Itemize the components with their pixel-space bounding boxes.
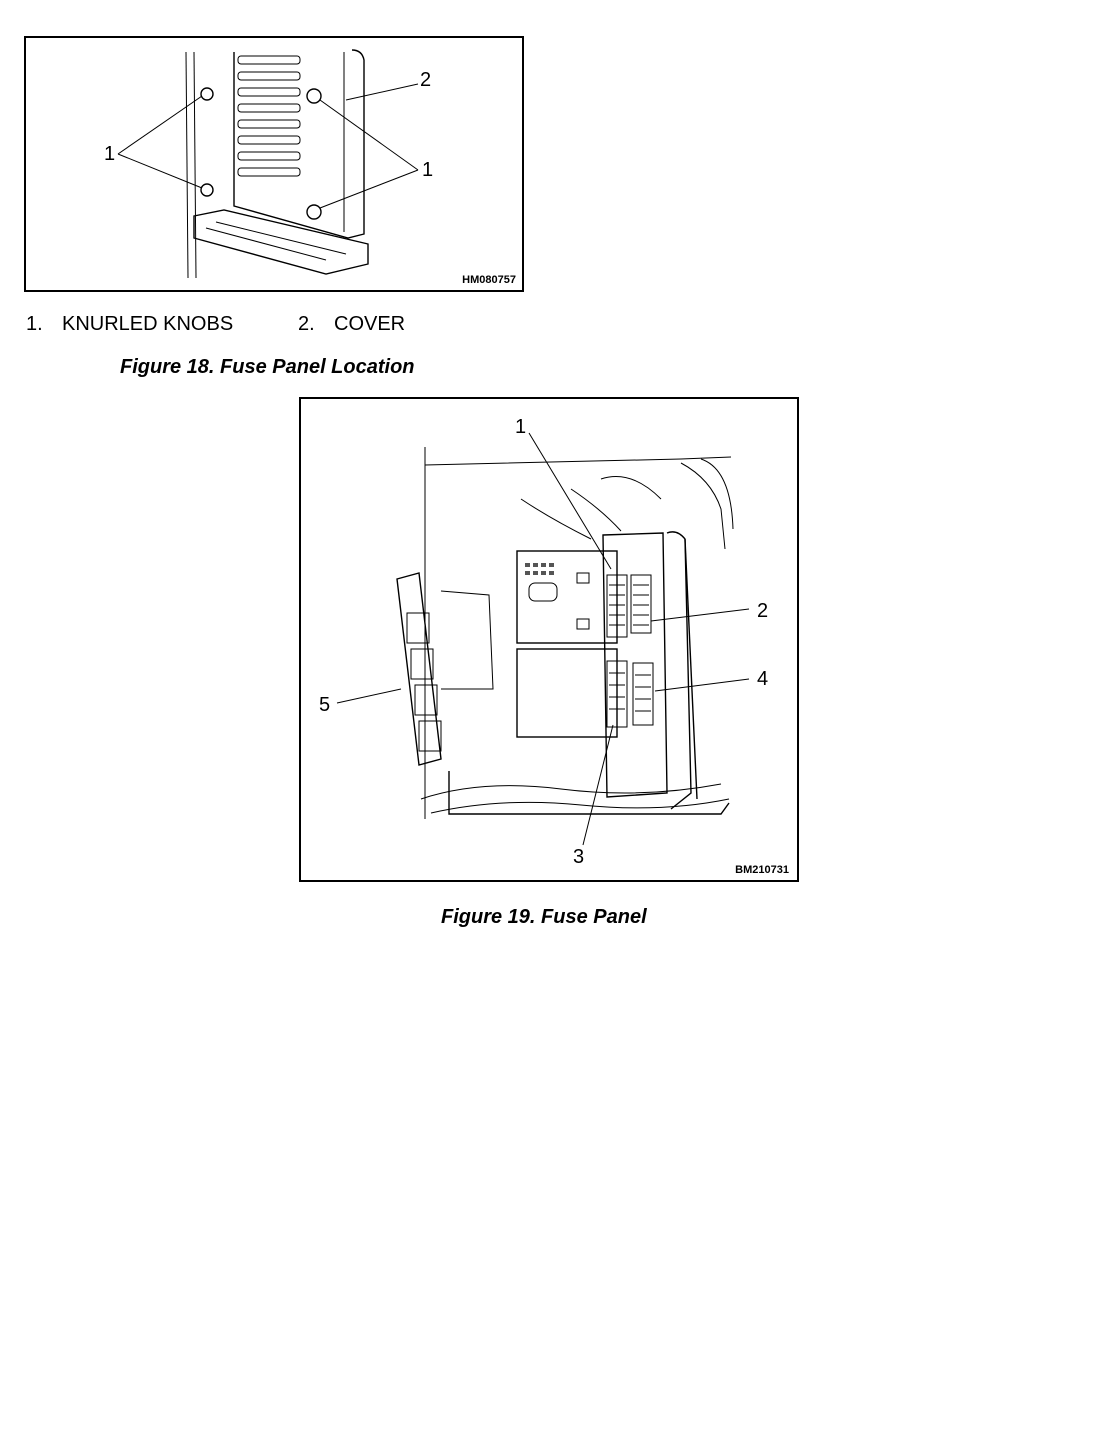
legend-label: KNURLED KNOBS — [62, 313, 234, 335]
callout-1-left: 1 — [104, 143, 116, 165]
legend-label: COVER — [334, 313, 406, 335]
callout-1: 1 — [515, 416, 527, 438]
figure-19-illustration: 1 2 3 4 5 BM210731 — [299, 397, 799, 882]
figure-18-illustration: 1 1 2 HM080757 — [24, 36, 524, 292]
callout-2: 2 — [757, 600, 769, 622]
fuse-panel-location-drawing — [117, 49, 419, 279]
figure-18-caption: Figure 18. Fuse Panel Location — [120, 356, 415, 378]
legend-item-cover: 2. COVER — [298, 313, 405, 336]
fuse-panel-drawing — [336, 432, 750, 846]
callout-5: 5 — [319, 694, 331, 716]
legend-item-knurled-knobs: 1. KNURLED KNOBS — [26, 313, 233, 336]
legend-number: 2. — [298, 313, 315, 335]
callout-2: 2 — [420, 69, 432, 91]
callout-1-right: 1 — [422, 159, 434, 181]
callout-4: 4 — [757, 668, 769, 690]
figure-18-image-id: HM080757 — [462, 274, 516, 286]
figure-19-image-id: BM210731 — [735, 864, 789, 876]
legend-number: 1. — [26, 313, 43, 335]
figure-19-caption: Figure 19. Fuse Panel — [441, 906, 647, 928]
callout-3: 3 — [573, 846, 585, 868]
